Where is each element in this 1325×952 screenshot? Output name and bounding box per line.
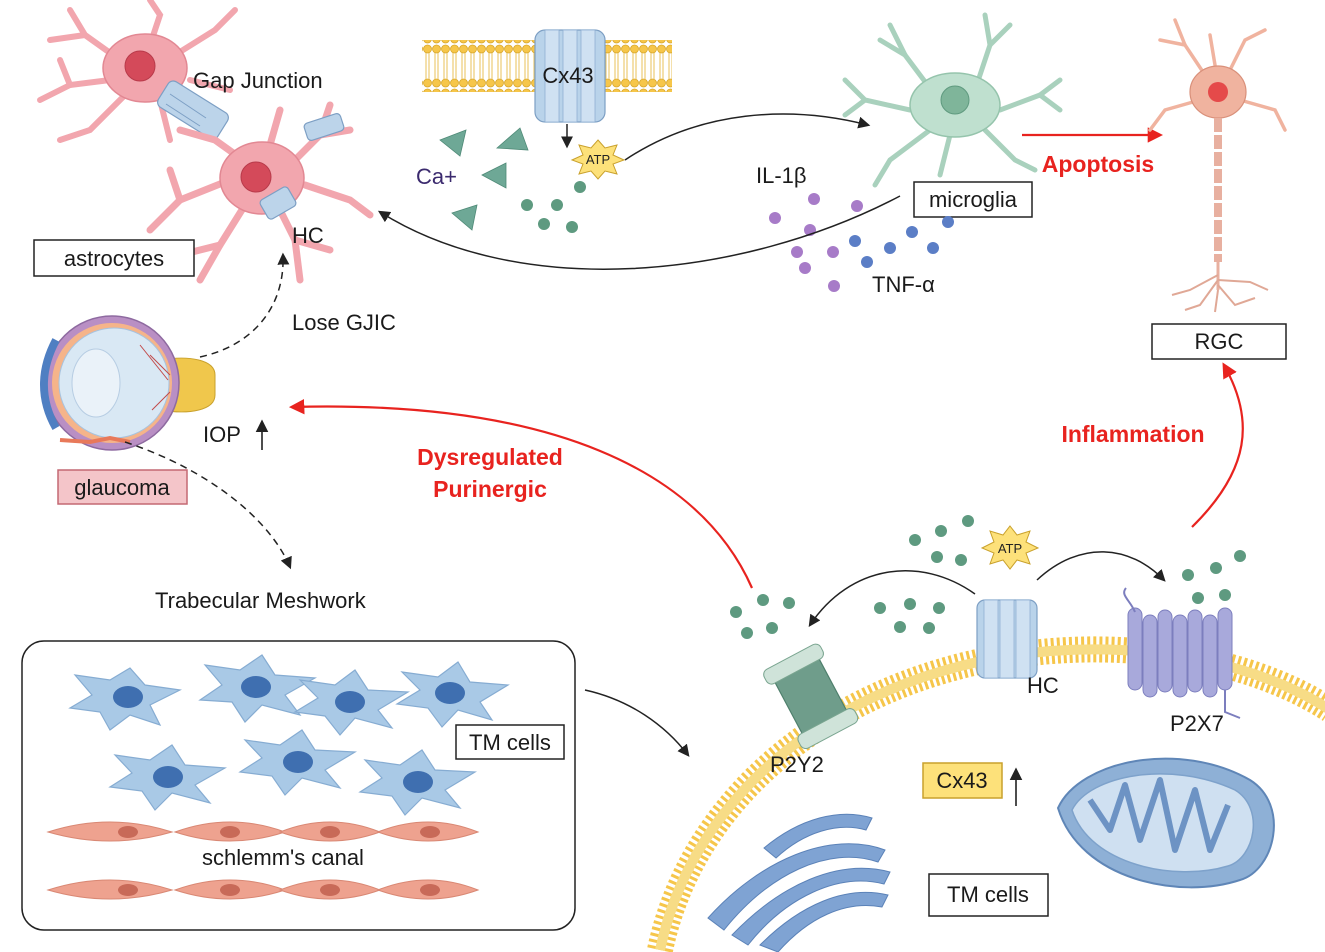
dysregulated-label-line2: Purinergic <box>433 476 547 502</box>
il1b-label: IL-1β <box>756 163 807 188</box>
mitochondrion <box>1056 757 1275 889</box>
cx43-bottom-label: Cx43 <box>936 768 987 793</box>
tm-cells-bottom-label: TM cells <box>947 882 1029 907</box>
dysregulated-label-line1: Dysregulated <box>417 444 563 470</box>
tnf-label: TNF-α <box>872 272 935 297</box>
astrocytes-label-box: astrocytes <box>33 239 195 277</box>
p2x7-receptor <box>1123 587 1241 719</box>
atp-top-label: ATP <box>586 152 610 167</box>
atp-to-microglia-arrow <box>624 113 871 161</box>
tm-cells-bottom-box: TM cells <box>928 873 1049 917</box>
atp-star-top: ATP <box>570 139 626 180</box>
astrocytes-label: astrocytes <box>64 246 164 271</box>
cx43-channel-top: Cx43 <box>534 29 606 123</box>
p2x7-label: P2X7 <box>1170 711 1224 736</box>
rgc-neuron <box>1148 18 1287 313</box>
microglia-to-astrocyte-arrow <box>377 195 901 270</box>
gap-junction-channel <box>157 80 229 140</box>
schlemm-nuclei <box>118 826 440 896</box>
microglia-cell <box>842 12 1063 188</box>
trabecular-label: Trabecular Meshwork <box>155 588 367 613</box>
astrocyte-top <box>37 0 238 143</box>
microglia-label: microglia <box>929 187 1018 212</box>
golgi-apparatus <box>707 813 891 952</box>
hc-to-p2x7-arrow <box>1036 551 1166 582</box>
glaucoma-label: glaucoma <box>74 475 170 500</box>
microglia-label-box: microglia <box>913 181 1033 218</box>
astrocyte-main <box>146 101 374 284</box>
cx43-bottom-box: Cx43 <box>922 762 1003 799</box>
apoptosis-label: Apoptosis <box>1042 151 1154 177</box>
tm-cells-box-label: TM cells <box>455 724 565 760</box>
iop-label: IOP <box>203 422 241 447</box>
lose-gjic-arrow <box>199 252 290 358</box>
tnf-dots <box>849 216 954 268</box>
inflammation-label: Inflammation <box>1061 421 1204 447</box>
hc-top-label: HC <box>292 223 324 248</box>
inflammation-arrow <box>1191 362 1244 528</box>
atp-dots-bottom <box>730 515 1246 639</box>
atp-dots-top <box>521 181 586 233</box>
rgc-label: RGC <box>1195 329 1244 354</box>
p2y2-label: P2Y2 <box>770 752 824 777</box>
lose-gjic-label: Lose GJIC <box>292 310 396 335</box>
tm-box-to-cell-arrow <box>584 689 690 757</box>
p2y2-receptor <box>763 643 859 750</box>
glaucoma-label-box: glaucoma <box>57 469 188 505</box>
gap-junction-label: Gap Junction <box>193 68 323 93</box>
atp-star-bottom: ATP <box>980 525 1040 570</box>
eye-to-trabecular-arrow <box>124 441 292 570</box>
rgc-label-box: RGC <box>1151 323 1287 360</box>
atp-bottom-label: ATP <box>998 541 1022 556</box>
eye-illustration <box>40 315 216 451</box>
tm-cells-box-text: TM cells <box>469 730 551 755</box>
hc-to-p2y2-arrow <box>808 570 976 627</box>
cx43-top-label: Cx43 <box>542 63 593 88</box>
il1b-dots <box>769 193 863 292</box>
schlemm-label: schlemm's canal <box>202 845 364 870</box>
hc-bottom-label: HC <box>1027 673 1059 698</box>
calcium-triangles <box>439 127 529 231</box>
hc-channel-bottom <box>976 599 1038 679</box>
tm-nuclei <box>113 676 465 793</box>
calcium-label: Ca+ <box>416 164 457 189</box>
dysregulated-purinergic-arrow <box>288 398 754 589</box>
